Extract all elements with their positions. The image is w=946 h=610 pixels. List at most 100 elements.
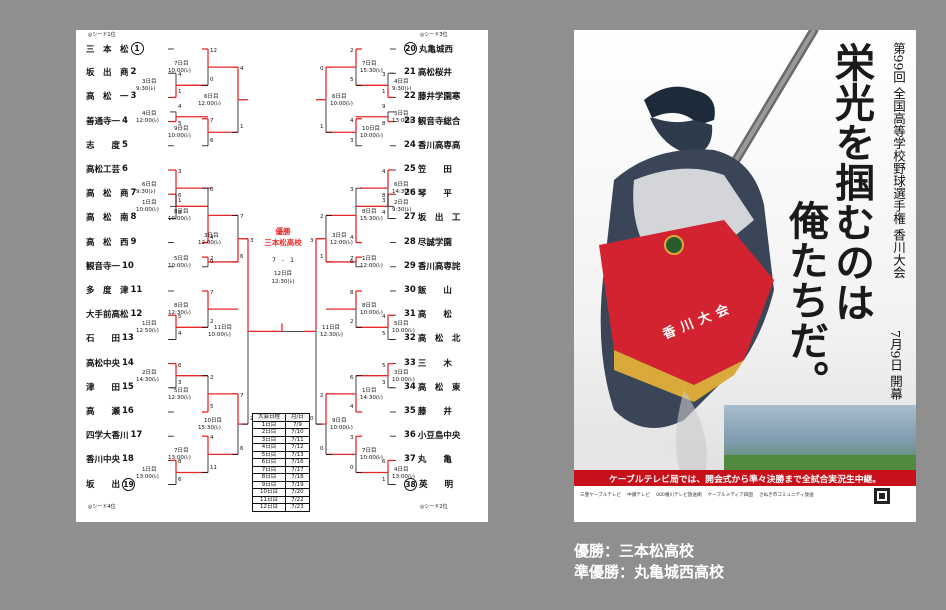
team-name: 志 度 — [86, 140, 121, 151]
game-day: 8日目 — [174, 209, 189, 216]
score: 3 — [250, 237, 254, 244]
team-name: 石 田 — [86, 334, 121, 345]
team-number: 38 — [404, 477, 417, 491]
headline-line-1: 栄光を掴むのは — [828, 42, 875, 322]
game-time: 10:00(ﾚ) — [168, 262, 191, 269]
score: 1 — [178, 198, 182, 205]
sponsor-logo: 000番川テレビ放送網 — [656, 493, 702, 498]
broadcast-banner: ケーブルテレビ局では、開会式から準々決勝まで全試合実況生中継。 — [608, 475, 882, 485]
team-number: 36 — [404, 430, 416, 441]
score: 3 — [382, 198, 386, 205]
score: 1 — [178, 89, 182, 96]
score: 6 — [350, 374, 354, 381]
team-number: 27 — [404, 212, 416, 223]
schedule-day: 12日目 — [251, 503, 287, 512]
schedule-day: 1日目 — [251, 420, 287, 429]
team-name: 高 松 — [417, 310, 452, 321]
score: 1 — [240, 124, 244, 131]
team-name: 高松中央 — [86, 358, 121, 369]
team-number: 14 — [122, 357, 134, 368]
score: 6 — [210, 137, 214, 144]
score: 4 — [350, 234, 354, 241]
team-number: 1 — [130, 42, 144, 55]
team-name: 飯 山 — [417, 286, 452, 296]
game-day: 1日目 — [142, 466, 157, 473]
schedule-date: 7/22 — [285, 495, 310, 504]
team-name: 香川中央 — [86, 455, 121, 466]
score: 3 — [178, 379, 182, 386]
team-name: 多 度 津 — [86, 286, 129, 296]
game-time: 10:00(ﾚ) — [360, 310, 383, 317]
score: 12 — [210, 48, 217, 54]
game-time: 12:00(ﾚ) — [136, 117, 159, 124]
game-day: 1日目 — [362, 387, 377, 394]
score: 4 — [382, 210, 386, 217]
score: 3 — [382, 379, 386, 386]
team-name: 観音寺一 — [86, 261, 121, 272]
team-name: 坂 出 商 — [86, 68, 129, 79]
score: 0 — [320, 446, 324, 453]
score: 6 — [178, 362, 182, 369]
game-day: 2日目 — [394, 200, 409, 207]
team-name: 高 松 北 — [417, 334, 461, 345]
score: 3 — [178, 169, 182, 175]
game-time: 10:00(ﾚ) — [136, 207, 159, 214]
score: 0 — [210, 77, 214, 84]
schedule-date: 7/19 — [285, 480, 310, 489]
team-name: 観音寺総合 — [417, 116, 461, 127]
team-number: 29 — [404, 260, 416, 271]
team-name: 高 松 南 — [86, 213, 129, 224]
game-time: 12:50(ﾚ) — [136, 328, 159, 335]
game-time: 10:00(ﾚ) — [330, 425, 353, 432]
game-day: 5日目 — [174, 255, 189, 262]
game-time: 12:00(ﾚ) — [360, 262, 383, 269]
score: 8 — [382, 120, 386, 127]
score: 0 — [350, 464, 354, 471]
schedule-header: 月/日 — [285, 413, 310, 422]
team-name: 小豆島中央 — [417, 431, 461, 442]
game-time: 13:00(ﾚ) — [136, 473, 159, 480]
seed-label-top-left: ◎シード1位 — [88, 32, 116, 38]
team-number: 8 — [130, 212, 137, 223]
game-time: 12:30(ﾚ) — [320, 332, 343, 339]
game-day: 3日目 — [204, 232, 219, 239]
team-number: 16 — [122, 406, 134, 416]
score: 1 — [320, 253, 324, 260]
team-name: 高 瀬 — [86, 407, 121, 417]
team-number: 26 — [404, 188, 416, 199]
poster-artwork — [574, 30, 916, 522]
team-name: 藤井学園寒 — [417, 92, 461, 103]
schedule-day: 5日目 — [251, 450, 287, 459]
game-day: 6日目 — [142, 182, 157, 189]
team-number: 32 — [404, 333, 416, 344]
score: 1 — [382, 476, 386, 483]
team-name: 香川高専詫 — [417, 261, 461, 272]
team-name: 香川高専高 — [417, 140, 461, 151]
opening-date: 7月9日 開幕 — [888, 330, 903, 400]
team-number: 5 — [122, 139, 128, 150]
game-day: 6日目 — [204, 93, 219, 100]
game-time: 9:30(ﾚ) — [392, 86, 412, 93]
sponsor-logo: 中讃テレビ — [627, 493, 651, 498]
score: 0 — [210, 258, 214, 265]
game-time: 9:30(ﾚ) — [392, 207, 412, 214]
team-number: 2 — [130, 67, 137, 78]
event-title: 第99回 全国高等学校野球選手権 香川大会 — [891, 42, 906, 279]
game-day: 1日目 — [142, 321, 157, 328]
score: 6 — [178, 193, 182, 200]
team-number: 21 — [404, 67, 416, 78]
game-time: 12:30(ﾚ) — [168, 310, 191, 317]
game-time: 10:00(ﾚ) — [360, 133, 383, 140]
